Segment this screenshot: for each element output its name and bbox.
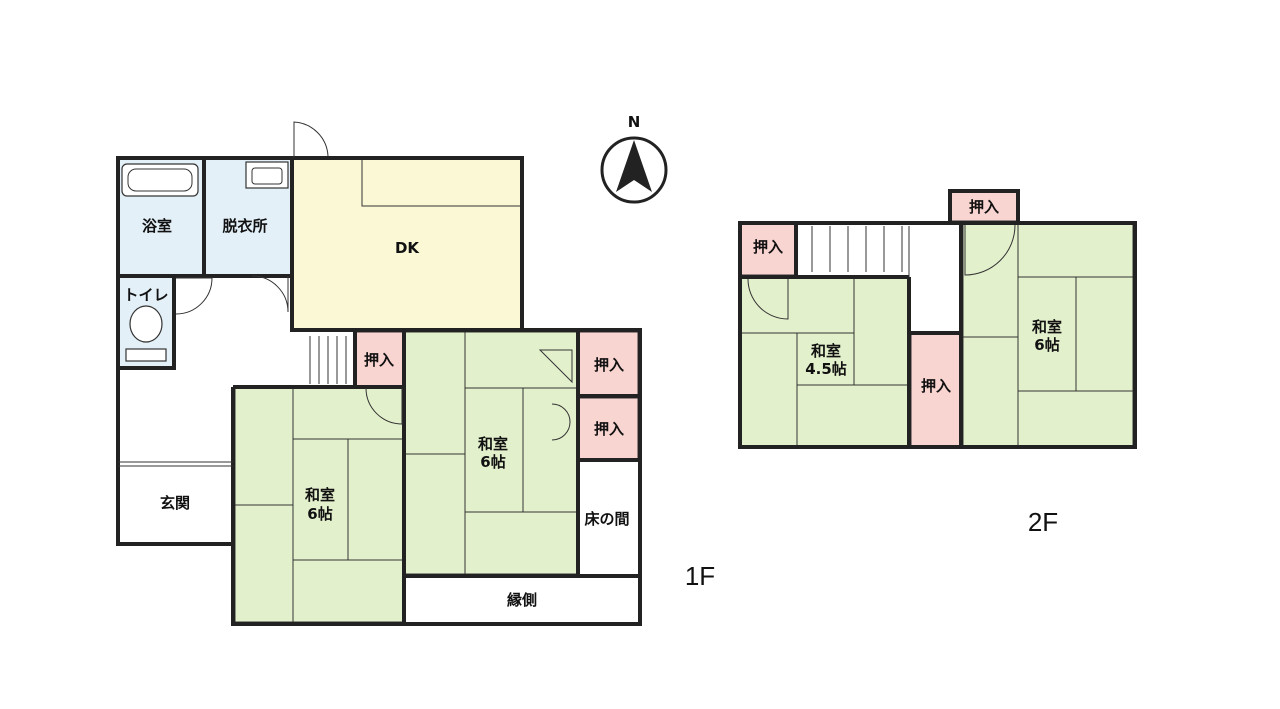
label-closet-2f-mid: 押入	[921, 377, 951, 395]
label-tokonoma: 床の間	[584, 510, 629, 528]
north-compass: N	[600, 113, 668, 204]
washitsu-right-tatami	[962, 222, 1134, 448]
closet-1f-a	[354, 331, 406, 387]
label-entrance: 玄関	[160, 494, 190, 512]
walls-2f	[738, 189, 1137, 449]
label-closet-2f-top: 押入	[969, 198, 999, 216]
dk-area	[292, 158, 522, 330]
label-washitsu-small-size: 4.5帖	[805, 360, 847, 378]
label-bath: 浴室	[142, 217, 172, 235]
label-engawa: 縁側	[507, 591, 537, 609]
label-dressing: 脱衣所	[222, 217, 267, 235]
label-closet-b: 押入	[594, 356, 624, 374]
first-floor-plan: 浴室 脱衣所 DK トイレ 玄関 押入 押入 押入 和室 6帖 和室 6帖 床の…	[116, 121, 642, 626]
north-arrow-icon	[616, 140, 652, 192]
toilet-icon	[125, 305, 167, 362]
floor-label-2f: 2F	[1028, 507, 1058, 537]
label-closet-c: 押入	[594, 420, 624, 438]
doors-1f	[175, 121, 573, 441]
label-washitsu-left-size: 6帖	[307, 505, 332, 523]
label-washitsu-right-name: 和室	[1032, 318, 1062, 336]
washitsu-small-tatami	[739, 276, 910, 448]
walls-1f	[116, 156, 642, 626]
label-washitsu-right-size: 6帖	[1034, 336, 1059, 354]
label-closet-a: 押入	[364, 351, 394, 369]
stairs-1f	[309, 336, 347, 384]
label-closet-2f-left: 押入	[753, 238, 783, 256]
bathtub-icon	[121, 163, 199, 197]
second-floor-plan: 押入 押入 押入 和室 4.5帖 和室 6帖	[738, 189, 1137, 449]
stairs-2f	[811, 226, 903, 272]
label-washitsu-center-name: 和室	[478, 435, 508, 453]
washitsu-left-tatami	[234, 386, 404, 623]
label-toilet: トイレ	[123, 286, 168, 304]
label-washitsu-left-name: 和室	[305, 486, 335, 504]
compass-letter: N	[628, 113, 641, 131]
label-washitsu-small-name: 和室	[811, 342, 841, 360]
label-dk: DK	[395, 239, 420, 257]
washitsu-center-tatami	[404, 331, 579, 575]
label-washitsu-center-size: 6帖	[480, 453, 505, 471]
doors-2f	[747, 224, 1016, 320]
floor-label-1f: 1F	[685, 561, 715, 591]
